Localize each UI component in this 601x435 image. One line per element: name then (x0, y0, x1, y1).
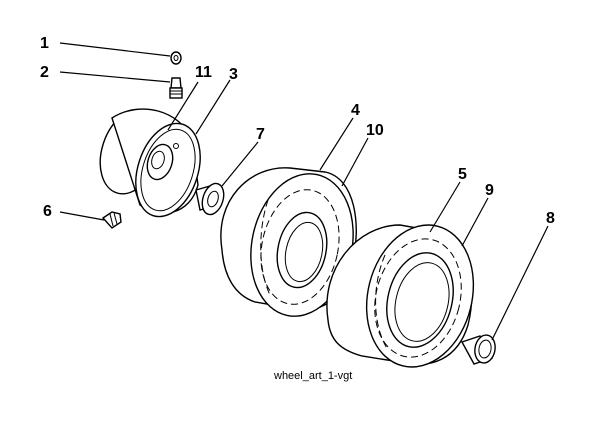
wheel-rim (99, 108, 201, 218)
callout-9: 9 (485, 182, 494, 199)
callout-2: 2 (40, 64, 49, 81)
callout-8: 8 (546, 210, 555, 227)
part-7-bushing (195, 182, 225, 216)
leader-lines (59, 42, 549, 341)
callout-5: 5 (458, 166, 467, 183)
callout-1: 1 (40, 35, 49, 52)
part-8-hub-cap (460, 334, 496, 365)
part-6-grease-fitting (101, 211, 122, 229)
callout-4: 4 (351, 102, 360, 119)
callout-11: 11 (195, 64, 212, 81)
callout-7: 7 (256, 126, 265, 143)
tire-front (326, 224, 475, 368)
callout-3: 3 (229, 66, 238, 83)
callout-10: 10 (366, 122, 384, 139)
diagram-caption: wheel_art_1-vgt (273, 370, 352, 382)
tire-back (220, 167, 357, 317)
callout-6: 6 (43, 203, 52, 220)
part-2-valve-stem (169, 77, 183, 99)
part-1-nut (170, 51, 182, 65)
